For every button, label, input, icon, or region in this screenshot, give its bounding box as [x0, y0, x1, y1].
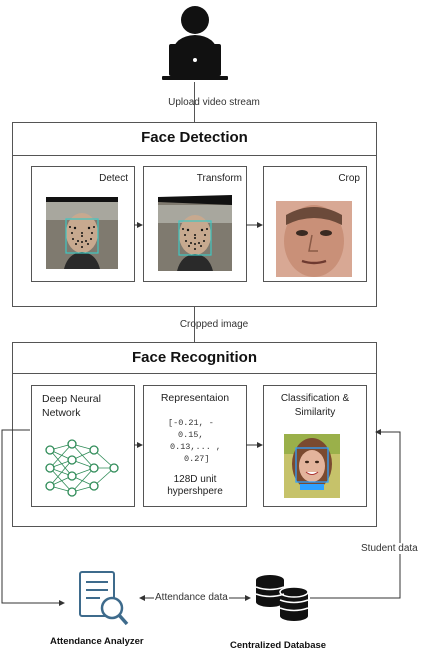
- transform-card: Transform: [143, 166, 247, 282]
- detect-label: Detect: [99, 173, 128, 184]
- crop-card: Crop: [263, 166, 367, 282]
- dnn-label: Deep Neural Network: [42, 393, 101, 419]
- upload-label: Upload video stream: [168, 97, 260, 108]
- stage-divider: [13, 373, 376, 374]
- report-magnifier-icon: [74, 568, 134, 630]
- recognized-face-image: [284, 434, 340, 498]
- classification-label: Classification & Similarity: [280, 393, 350, 418]
- transform-label: Transform: [196, 173, 242, 184]
- representation-card: Representaion [-0.21, - 0.15, 0.13,... ,…: [143, 385, 247, 507]
- detect-face-image: [46, 197, 118, 269]
- vector-line: 0.27]: [184, 454, 210, 464]
- detect-card: Detect: [31, 166, 135, 282]
- recognition-arrows: [134, 442, 263, 448]
- database-icon: [254, 572, 310, 624]
- face-recognition-title: Face Recognition: [131, 349, 258, 366]
- database-label: Centralized Database: [230, 640, 327, 651]
- representation-caption: 128D unit hypershpere: [167, 474, 223, 497]
- vector-line: 0.15,: [178, 430, 204, 440]
- crop-face-image: [276, 201, 352, 277]
- face-detection-stage: Face Detection Detect: [12, 122, 377, 307]
- user-laptop-icon: [160, 2, 230, 82]
- face-detection-title: Face Detection: [141, 129, 248, 146]
- detection-arrows: [134, 222, 263, 228]
- analyzer-label: Attendance Analyzer: [50, 636, 144, 647]
- classification-card: Classification & Similarity: [263, 385, 367, 507]
- vector-line: [-0.21, -: [168, 418, 214, 428]
- crop-label: Crop: [338, 173, 360, 184]
- upload-connector: [194, 82, 195, 122]
- dnn-card: Deep Neural Network: [31, 385, 135, 507]
- stage-divider: [13, 155, 376, 156]
- cropped-connector: [194, 306, 195, 342]
- student-data-label: Student data: [360, 543, 419, 554]
- transform-face-image: [158, 195, 232, 271]
- neural-network-icon: [44, 436, 120, 502]
- representation-label: Representaion: [160, 392, 230, 404]
- attendance-data-label: Attendance data: [154, 592, 229, 603]
- vector-line: 0.13,... ,: [170, 442, 222, 452]
- cropped-label: Cropped image: [179, 319, 249, 330]
